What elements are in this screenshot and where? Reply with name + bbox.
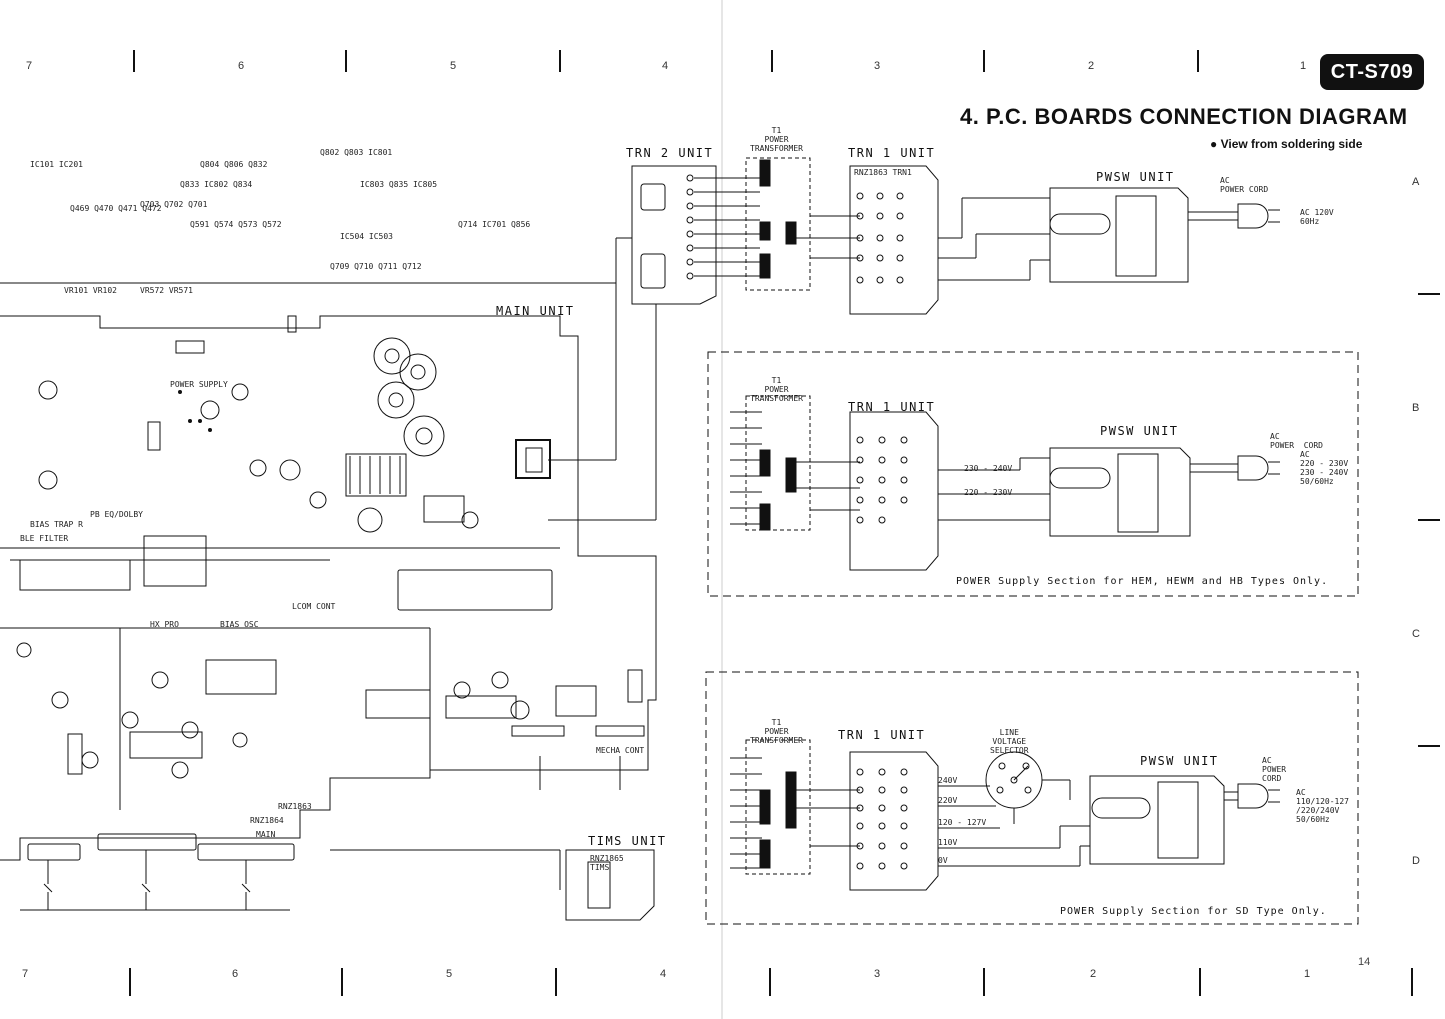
column-number: 4 xyxy=(660,968,667,980)
ac-spec-a: AC 120V 60Hz xyxy=(1300,208,1334,226)
tap-label: 220V xyxy=(938,796,958,805)
power-cord-label-b: AC POWER CORD xyxy=(1270,432,1323,450)
ref-designators: Q714 IC701 Q856 xyxy=(458,220,531,229)
column-number: 2 xyxy=(1088,60,1095,72)
transformer-label-c: T1 POWER TRANSFORMER xyxy=(750,718,803,745)
ref-designators: Q804 Q806 Q832 xyxy=(200,160,268,169)
section-note-c: POWER Supply Section for SD Type Only. xyxy=(1060,906,1327,917)
pwsw-unit-label-c: PWSW UNIT xyxy=(1140,754,1219,768)
pcb-code: RNZ1863 xyxy=(278,802,312,811)
ref-designators: IC803 Q835 IC805 xyxy=(360,180,438,189)
column-number: 7 xyxy=(22,968,29,980)
section-label: MECHA CONT xyxy=(596,746,645,755)
trn1-unit-label-b: TRN 1 UNIT xyxy=(848,400,936,414)
section-label: POWER SUPPLY xyxy=(170,380,228,389)
page-title: 4. P.C. BOARDS CONNECTION DIAGRAM xyxy=(960,104,1408,129)
ac-spec-b: AC 220 - 230V 230 - 240V 50/60Hz xyxy=(1300,450,1349,486)
column-number: 3 xyxy=(874,968,881,980)
column-number: 5 xyxy=(446,968,453,980)
ref-designators: Q469 Q470 Q471 Q472 xyxy=(70,204,162,213)
tap-label: 0V xyxy=(938,856,948,865)
row-letter: B xyxy=(1412,402,1420,414)
trn1-unit-label-c: TRN 1 UNIT xyxy=(838,728,926,742)
view-note: ● View from soldering side xyxy=(1210,137,1363,151)
column-number: 1 xyxy=(1300,60,1307,72)
column-number: 4 xyxy=(662,60,669,72)
ref-designators: Q703 Q702 Q701 xyxy=(140,200,208,209)
voltage-selector-label: LINE VOLTAGE SELECTOR xyxy=(990,728,1029,755)
ref-designators: Q802 Q803 IC801 xyxy=(320,148,393,157)
ref-designators: Q833 IC802 Q834 xyxy=(180,180,253,189)
tap-label: 220 - 230V xyxy=(964,488,1013,497)
column-number: 1 xyxy=(1304,968,1311,980)
pwsw-unit-label-a: PWSW UNIT xyxy=(1096,170,1175,184)
transformer-label-a: T1 POWER TRANSFORMER xyxy=(750,126,803,153)
trn1-unit-label-a: TRN 1 UNIT xyxy=(848,146,936,160)
section-note-b: POWER Supply Section for HEM, HEWM and H… xyxy=(956,576,1329,587)
tims-unit-label: TIMS UNIT xyxy=(588,834,667,848)
column-number: 2 xyxy=(1090,968,1097,980)
section-label: BIAS OSC xyxy=(220,620,259,629)
tap-label: 240V xyxy=(938,776,958,785)
main-unit-label: MAIN UNIT xyxy=(496,304,575,318)
row-letter: D xyxy=(1412,855,1420,867)
page-number: 14 xyxy=(1358,956,1371,968)
tap-label: 110V xyxy=(938,838,958,847)
transformer-label-b: T1 POWER TRANSFORMER xyxy=(750,376,803,403)
ref-designators: Q591 Q574 Q573 Q572 xyxy=(190,220,282,229)
section-label: BIAS TRAP R xyxy=(30,520,83,529)
ref-designators: VR572 VR571 xyxy=(140,286,193,295)
section-label: BLE FILTER xyxy=(20,534,69,543)
power-cord-label-a: AC POWER CORD xyxy=(1220,176,1269,194)
column-number: 5 xyxy=(450,60,457,72)
column-number: 6 xyxy=(238,60,245,72)
ref-designators: VR101 VR102 xyxy=(64,286,117,295)
pcb-code: RNZ1865 TIMS xyxy=(590,854,624,872)
section-label: PB EQ/DOLBY xyxy=(90,510,143,519)
column-number: 7 xyxy=(26,60,33,72)
ref-designators: IC504 IC503 xyxy=(340,232,393,241)
section-label: HX PRO xyxy=(150,620,179,629)
row-letter: A xyxy=(1412,176,1420,188)
tap-label: 120 - 127V xyxy=(938,818,987,827)
column-number: 3 xyxy=(874,60,881,72)
model-badge: CT-S709 xyxy=(1320,54,1424,90)
pcb-code: RNZ1863 TRN1 xyxy=(854,168,912,177)
section-label: LCOM CONT xyxy=(292,602,336,611)
ref-designators: Q709 Q710 Q711 Q712 xyxy=(330,262,422,271)
pcb-code: MAIN xyxy=(256,830,276,839)
tap-label: 230 - 240V xyxy=(964,464,1013,473)
trn2-unit-label: TRN 2 UNIT xyxy=(626,146,714,160)
pwsw-unit-label-b: PWSW UNIT xyxy=(1100,424,1179,438)
power-cord-label-c: AC POWER CORD xyxy=(1262,756,1287,783)
ac-spec-c: AC 110/120-127 /220/240V 50/60Hz xyxy=(1296,788,1349,824)
row-letter: C xyxy=(1412,628,1420,640)
pcb-code: RNZ1864 xyxy=(250,816,284,825)
ref-designators: IC101 IC201 xyxy=(30,160,83,169)
column-number: 6 xyxy=(232,968,239,980)
